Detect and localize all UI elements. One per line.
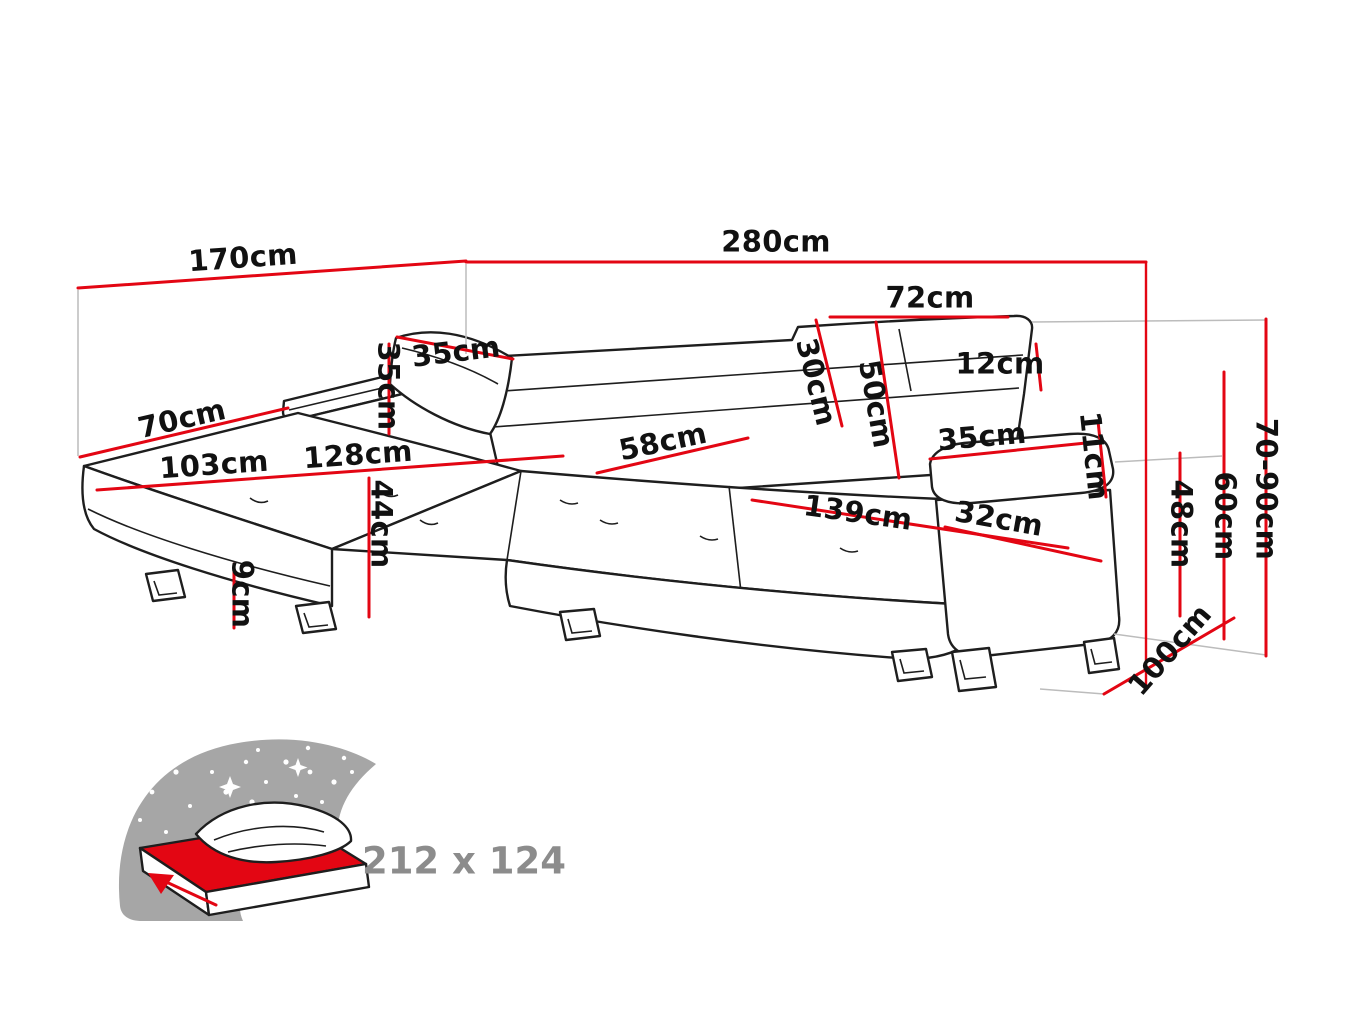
dim-line-70 [78, 406, 290, 459]
sofa-leg [144, 568, 187, 603]
headrest-step [791, 326, 799, 341]
backrest-seam [473, 354, 1024, 394]
dim-label-72: 72cm [885, 280, 975, 315]
dim-line-35-pillow-top [395, 335, 515, 361]
dim-line-30 [814, 318, 844, 428]
dim-label-170: 170cm [187, 236, 299, 279]
sofa-leg [950, 646, 998, 693]
width-arrow-icon [160, 878, 218, 907]
sofa-leg-inner [959, 659, 987, 680]
sofa-leg [558, 607, 602, 642]
sofa-leg-inner [567, 618, 593, 634]
headrest-divider [898, 328, 912, 392]
dim-label-11: 11cm [1072, 409, 1117, 502]
sofa-leg [1082, 636, 1121, 675]
dim-label-103: 103cm [158, 443, 270, 486]
blanket-fold [213, 825, 327, 853]
dim-label-35-side: 35cm [371, 341, 406, 431]
bed-base-front [204, 862, 371, 917]
dim-label-280: 280cm [721, 224, 831, 259]
dim-line-32 [943, 525, 1103, 563]
pillow-crease [401, 347, 499, 385]
dim-line-12 [1034, 342, 1043, 392]
sofa-leg [890, 647, 934, 683]
dim-line-11 [1096, 419, 1108, 499]
dim-label-9: 9cm [225, 559, 260, 629]
blanket-icon [194, 801, 353, 864]
backrest-seam [479, 387, 1020, 429]
sofa-drawing [81, 314, 1121, 693]
sofa-leg-inner [899, 658, 925, 674]
sleeping-function-icon [118, 739, 376, 921]
width-arrow-head-icon [148, 873, 174, 894]
seat-divider [728, 485, 742, 593]
seat-edge [506, 470, 522, 561]
sofa-leg-inner [153, 580, 178, 596]
dim-line-103-128 [95, 454, 565, 492]
sofa-leg [294, 600, 338, 635]
sofa-leg-inner [1090, 648, 1113, 665]
dim-line-50 [874, 320, 901, 480]
sleeping-area-size-label: 212 x 124 [361, 839, 567, 883]
dim-line-58 [595, 436, 750, 475]
dim-line-170 [76, 259, 468, 290]
dim-label-48: 48cm [1164, 479, 1199, 569]
dim-line-139 [750, 498, 1070, 550]
dim-label-12: 12cm [955, 346, 1045, 381]
dim-label-128: 128cm [302, 433, 414, 476]
dim-line-100 [1102, 616, 1236, 696]
dim-label-60: 60cm [1208, 471, 1243, 561]
dim-line-35-armrest [928, 441, 1088, 461]
tuft-marks [249, 491, 859, 553]
dim-label-35-armrest: 35cm [936, 415, 1028, 458]
dimension-lines [76, 259, 1268, 696]
chaise-base-seam [87, 508, 331, 587]
dim-label-44: 44cm [364, 479, 399, 569]
dim-label-70-90: 70-90cm [1249, 417, 1284, 561]
armrest-pad [928, 432, 1115, 505]
sofa-leg-inner [303, 612, 329, 628]
